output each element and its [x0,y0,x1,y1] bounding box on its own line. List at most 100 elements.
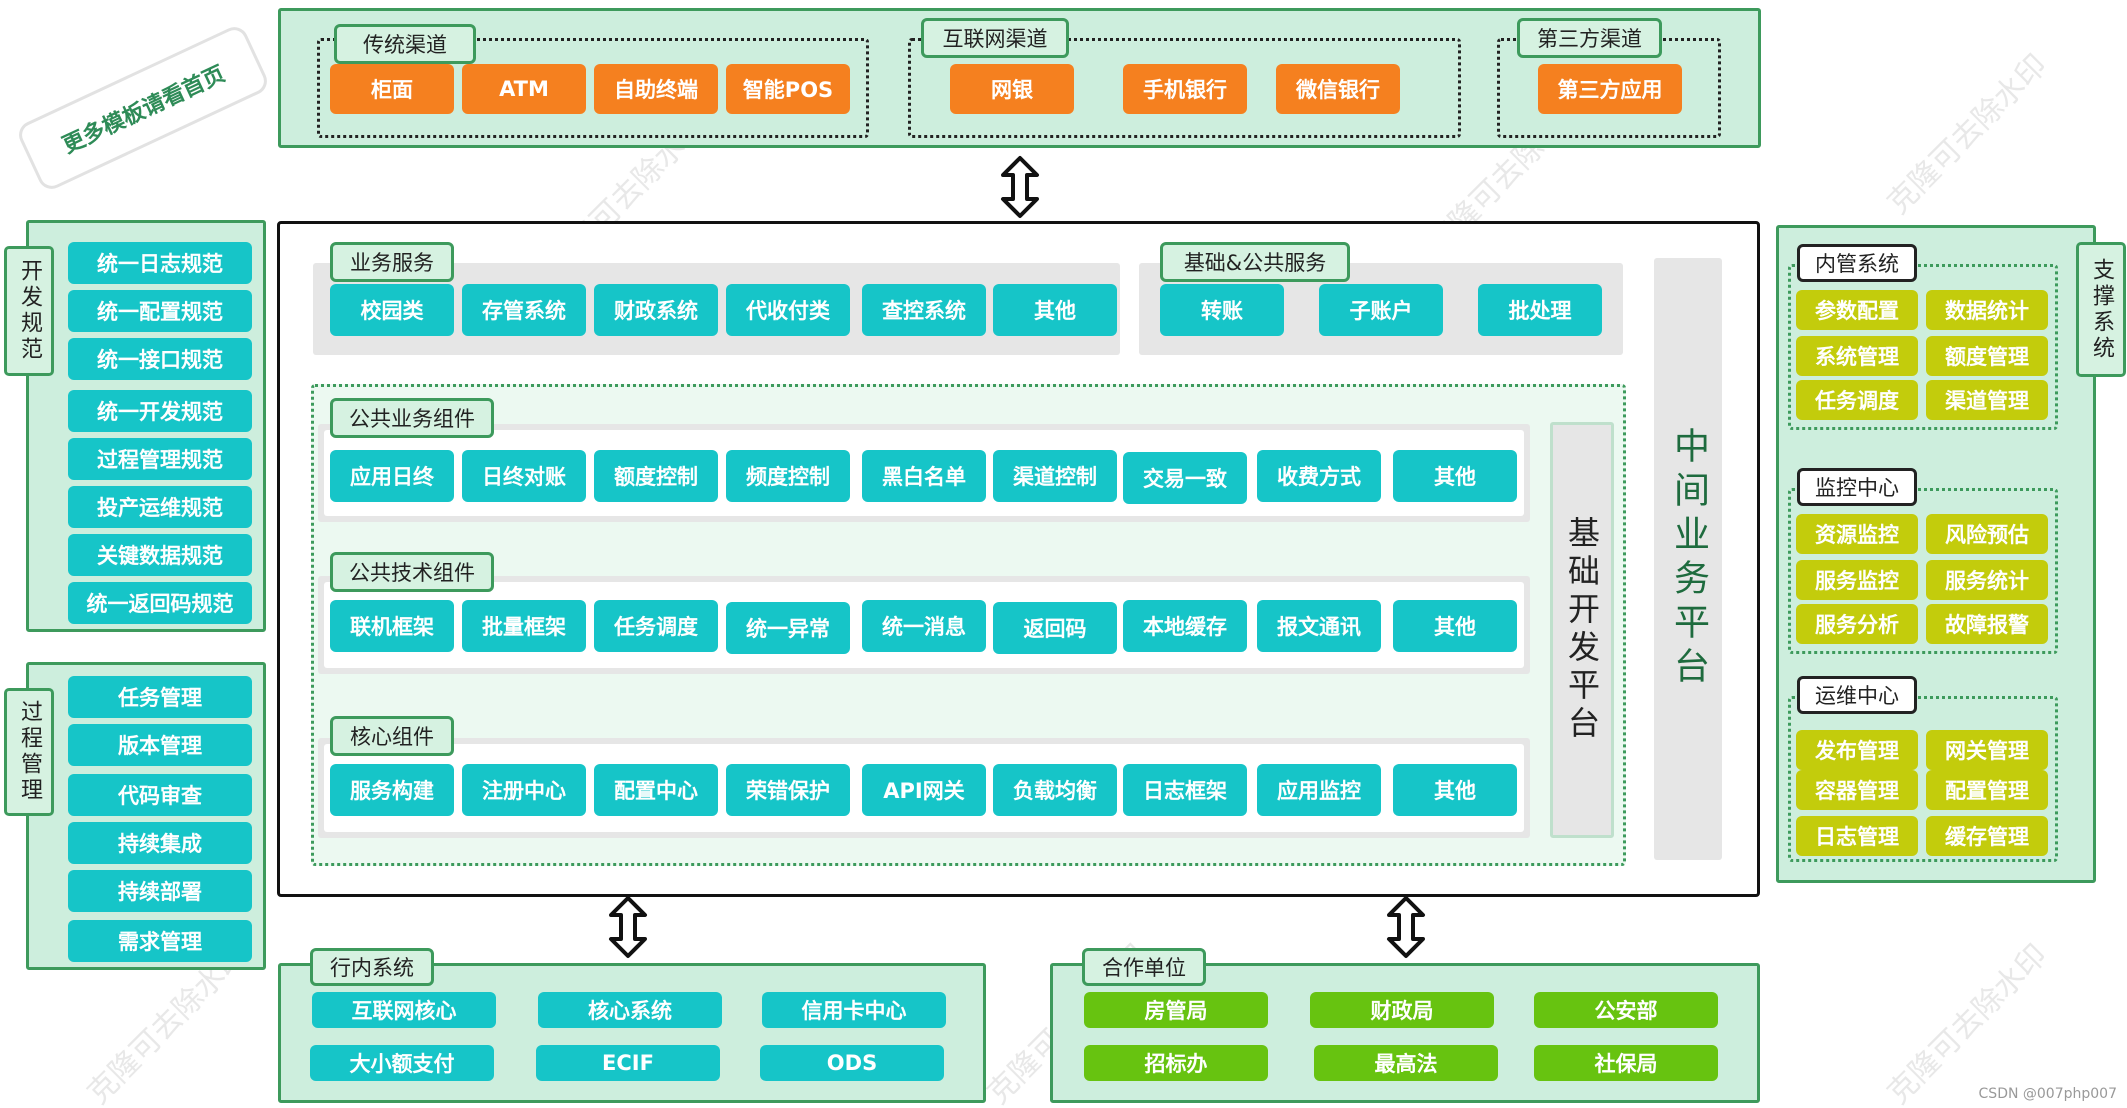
comp-app-eod[interactable]: 应用日终 [330,450,454,502]
svc-other[interactable]: 其他 [993,284,1117,336]
core-config-center[interactable]: 配置中心 [594,764,718,816]
core-registry[interactable]: 注册中心 [462,764,586,816]
pub-business-label: 公共业务组件 [330,398,494,438]
bank-core-system[interactable]: 核心系统 [538,992,722,1028]
partner-supreme-court[interactable]: 最高法 [1314,1045,1498,1081]
channel-mobile-banking[interactable]: 手机银行 [1123,64,1247,114]
ops-cache-mgmt[interactable]: 缓存管理 [1926,816,2048,856]
internal-data-stats[interactable]: 数据统计 [1926,290,2048,330]
partner-tender-office[interactable]: 招标办 [1084,1045,1268,1081]
ops-config-mgmt[interactable]: 配置管理 [1926,770,2048,810]
partner-public-security[interactable]: 公安部 [1534,992,1718,1028]
svc-batch[interactable]: 批处理 [1478,284,1602,336]
comp-eod-reconcile[interactable]: 日终对账 [462,450,586,502]
dev-norms-label: 开发规范 [4,246,54,376]
svc-campus[interactable]: 校园类 [330,284,454,336]
dev-platform-label: 基础开发平台 [1563,516,1601,744]
partner-housing[interactable]: 房管局 [1084,992,1268,1028]
svc-custody[interactable]: 存管系统 [462,284,586,336]
norm-development[interactable]: 统一开发规范 [68,390,252,432]
svc-collect-pay[interactable]: 代收付类 [726,284,850,336]
svc-sub-account[interactable]: 子账户 [1319,284,1443,336]
internal-param-config[interactable]: 参数配置 [1796,290,1918,330]
ops-container-mgmt[interactable]: 容器管理 [1796,770,1918,810]
process-version[interactable]: 版本管理 [68,724,252,766]
internal-system-mgmt[interactable]: 系统管理 [1796,336,1918,376]
tech-unified-message[interactable]: 统一消息 [862,600,986,652]
watermark: 克隆可去除水印 [1880,937,2055,1108]
process-task[interactable]: 任务管理 [68,676,252,718]
channel-atm[interactable]: ATM [462,64,586,114]
norm-return-code[interactable]: 统一返回码规范 [68,582,252,624]
bank-internet-core[interactable]: 互联网核心 [312,992,496,1028]
norm-config[interactable]: 统一配置规范 [68,290,252,332]
internet-channel-label: 互联网渠道 [921,18,1069,58]
norm-process[interactable]: 过程管理规范 [68,438,252,480]
core-other[interactable]: 其他 [1393,764,1517,816]
bank-ods[interactable]: ODS [760,1045,944,1081]
basic-service-label: 基础&公共服务 [1160,242,1350,282]
norm-ops[interactable]: 投产运维规范 [68,486,252,528]
core-load-balance[interactable]: 负载均衡 [993,764,1117,816]
channel-wechat-banking[interactable]: 微信银行 [1276,64,1400,114]
channel-online-banking[interactable]: 网银 [950,64,1074,114]
ops-label: 运维中心 [1797,676,1917,714]
bank-payment[interactable]: 大小额支付 [310,1045,494,1081]
comp-channel-control[interactable]: 渠道控制 [993,450,1117,502]
monitor-service[interactable]: 服务监控 [1796,560,1918,600]
core-service-build[interactable]: 服务构建 [330,764,454,816]
svc-inquiry-control[interactable]: 查控系统 [862,284,986,336]
ops-gateway-mgmt[interactable]: 网关管理 [1926,730,2048,770]
double-arrow-icon [1387,896,1425,958]
channel-smart-pos[interactable]: 智能POS [726,64,850,114]
tech-local-cache[interactable]: 本地缓存 [1123,600,1247,652]
core-log-framework[interactable]: 日志框架 [1123,764,1247,816]
process-cd[interactable]: 持续部署 [68,870,252,912]
norm-interface[interactable]: 统一接口规范 [68,338,252,380]
core-api-gateway[interactable]: API网关 [862,764,986,816]
monitor-risk-estimate[interactable]: 风险预估 [1926,514,2048,554]
internal-limit-mgmt[interactable]: 额度管理 [1926,336,2048,376]
comp-charge-method[interactable]: 收费方式 [1257,450,1381,502]
partner-finance-bureau[interactable]: 财政局 [1310,992,1494,1028]
tech-unified-exception[interactable]: 统一异常 [726,602,850,654]
partner-social-security[interactable]: 社保局 [1534,1045,1718,1081]
channel-counter[interactable]: 柜面 [330,64,454,114]
channel-third-party-app[interactable]: 第三方应用 [1538,64,1682,114]
monitor-service-stats[interactable]: 服务统计 [1926,560,2048,600]
channel-self-service[interactable]: 自助终端 [594,64,718,114]
core-app-monitor[interactable]: 应用监控 [1257,764,1381,816]
process-ci[interactable]: 持续集成 [68,822,252,864]
process-requirements[interactable]: 需求管理 [68,920,252,962]
monitor-fault-alarm[interactable]: 故障报警 [1926,604,2048,644]
dev-platform-column: 基础开发平台 [1550,422,1614,838]
tech-batch-framework[interactable]: 批量框架 [462,600,586,652]
monitor-resource[interactable]: 资源监控 [1796,514,1918,554]
comp-other[interactable]: 其他 [1393,450,1517,502]
tech-return-code[interactable]: 返回码 [993,602,1117,654]
ops-release-mgmt[interactable]: 发布管理 [1796,730,1918,770]
norm-log[interactable]: 统一日志规范 [68,242,252,284]
tech-message-comm[interactable]: 报文通讯 [1257,600,1381,652]
internal-task-scheduling[interactable]: 任务调度 [1796,380,1918,420]
watermark: 克隆可去除水印 [1880,47,2055,222]
monitor-group [1788,488,2058,654]
partners-label: 合作单位 [1082,948,1206,986]
comp-tx-consistency[interactable]: 交易一致 [1123,452,1247,504]
norm-key-data[interactable]: 关键数据规范 [68,534,252,576]
comp-blacklist[interactable]: 黑白名单 [862,450,986,502]
internal-channel-mgmt[interactable]: 渠道管理 [1926,380,2048,420]
core-fault-tolerance[interactable]: 荣错保护 [726,764,850,816]
tech-task-scheduler[interactable]: 任务调度 [594,600,718,652]
process-code-review[interactable]: 代码审查 [68,774,252,816]
tech-other[interactable]: 其他 [1393,600,1517,652]
bank-ecif[interactable]: ECIF [536,1045,720,1081]
bank-credit-card-center[interactable]: 信用卡中心 [762,992,946,1028]
svc-finance[interactable]: 财政系统 [594,284,718,336]
monitor-service-analysis[interactable]: 服务分析 [1796,604,1918,644]
tech-online-framework[interactable]: 联机框架 [330,600,454,652]
ops-log-mgmt[interactable]: 日志管理 [1796,816,1918,856]
comp-limit-control[interactable]: 额度控制 [594,450,718,502]
comp-frequency-control[interactable]: 频度控制 [726,450,850,502]
svc-transfer[interactable]: 转账 [1160,284,1284,336]
